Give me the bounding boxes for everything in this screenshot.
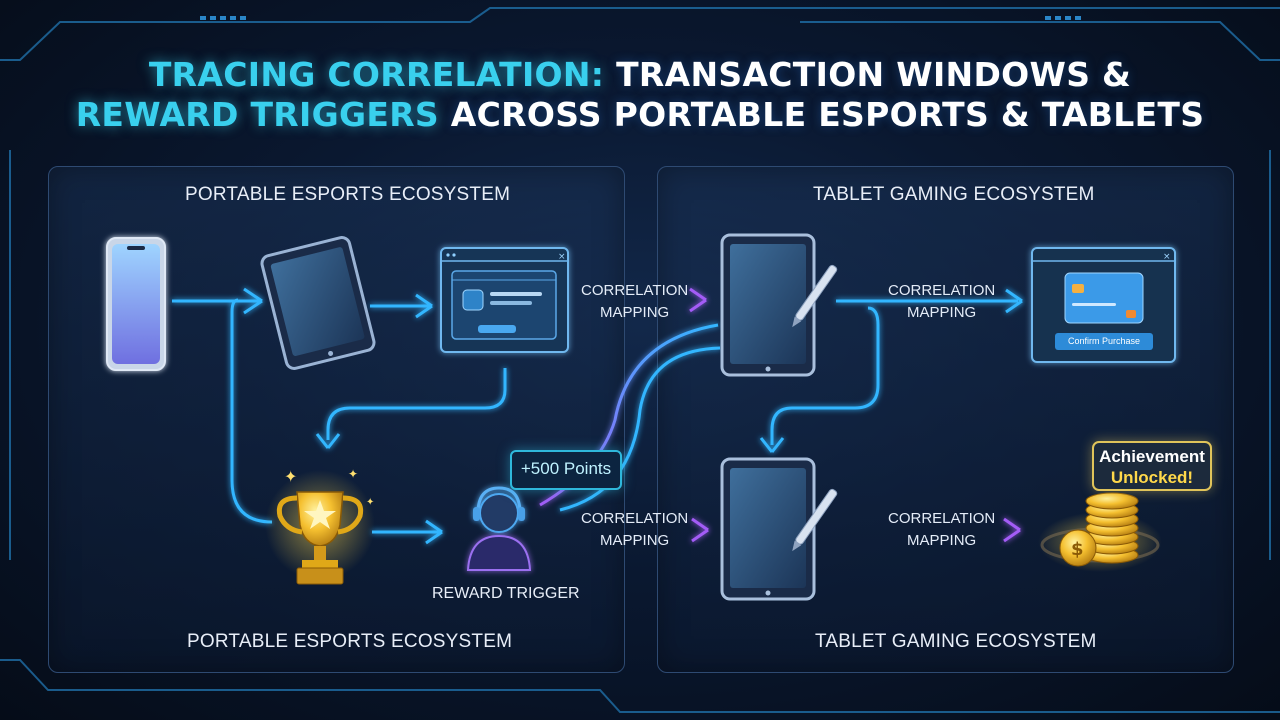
dollar-icon: $	[1071, 539, 1084, 560]
title-highlight-2: Reward Triggers	[75, 95, 439, 134]
title-rest-1: Transaction Windows &	[604, 55, 1132, 94]
sparkle-icon: ✦	[366, 497, 374, 508]
close-icon: ×	[1163, 252, 1171, 262]
reward-trigger-label: Reward Trigger	[432, 585, 580, 602]
title-highlight-1: Tracing Correlation:	[148, 55, 605, 94]
close-icon: ×	[558, 252, 566, 262]
arrowhead-window-to-trophy	[315, 433, 341, 449]
mapping-label-line: Mapping	[907, 532, 977, 549]
stylus-tablet-icon	[720, 233, 838, 377]
flow-reward-to-upper-tablet	[559, 346, 721, 512]
portable-ecosystem-heading-bottom: Portable Esports Ecosystem	[187, 631, 513, 652]
flow-window-to-trophy	[326, 368, 507, 440]
correlation-label-line: Correlation	[888, 510, 996, 527]
gamer-headset-icon	[466, 486, 532, 571]
achievement-line-2: Unlocked!	[1110, 468, 1194, 487]
arrowhead-correlation-bottom-right	[1003, 517, 1021, 543]
arrowhead-correlation-top-left	[689, 287, 707, 313]
trophy-icon: ✦ ✦ ✦	[265, 467, 375, 585]
mapping-label-line: Mapping	[600, 532, 670, 549]
correlation-label-top-left: Correlation Mapping	[581, 280, 688, 324]
achievement-badge: Achievement Unlocked!	[1092, 441, 1212, 491]
correlation-label-bottom-right: Correlation Mapping	[888, 508, 995, 552]
tablet-ecosystem-heading-bottom: Tablet Gaming Ecosystem	[815, 631, 1097, 652]
stylus-tablet-icon	[720, 457, 838, 601]
sparkle-icon: ✦	[348, 467, 358, 481]
correlation-label-bottom-left: Correlation Mapping	[581, 508, 688, 552]
title-rest-2: Across Portable Esports & Tablets	[438, 95, 1205, 134]
arrowhead-phone-to-tablet	[243, 287, 263, 315]
flow-tablet-to-lower-tablet	[770, 306, 880, 445]
correlation-label-top-right: Correlation Mapping	[888, 280, 995, 324]
arrowhead-tablet-to-window	[415, 293, 433, 319]
correlation-label-line: Correlation	[581, 510, 689, 527]
tablet-icon	[260, 236, 376, 370]
mapping-label-line: Mapping	[600, 304, 670, 321]
browser-window-icon: ×	[440, 247, 569, 353]
confirm-purchase-button[interactable]: Confirm Purchase	[1055, 333, 1153, 350]
flow-phone-to-trophy	[230, 298, 273, 524]
sparkle-icon: ✦	[284, 467, 297, 486]
achievement-line-1: Achievement	[1099, 447, 1205, 466]
title-line-1: Tracing Correlation: Transaction Windows…	[0, 55, 1280, 94]
flow-lines	[172, 287, 1023, 545]
correlation-label-line: Correlation	[581, 282, 689, 299]
correlation-label-line: Correlation	[888, 282, 996, 299]
points-bubble: +500 Points	[510, 450, 622, 490]
arrowhead-correlation-bottom-left	[691, 517, 709, 543]
gold-coins-icon: $	[1038, 492, 1162, 572]
title-line-2: Reward Triggers Across Portable Esports …	[0, 95, 1280, 134]
portable-ecosystem-heading-top: Portable Esports Ecosystem	[185, 184, 511, 205]
smartphone-icon	[106, 237, 166, 371]
arrowhead-trophy-to-reward	[425, 519, 443, 545]
arrowhead-tablet-to-lower-tablet	[759, 437, 785, 453]
tablet-ecosystem-heading-top: Tablet Gaming Ecosystem	[813, 184, 1095, 205]
arrowhead-tablet-to-purchase	[1005, 288, 1023, 314]
mapping-label-line: Mapping	[907, 304, 977, 321]
